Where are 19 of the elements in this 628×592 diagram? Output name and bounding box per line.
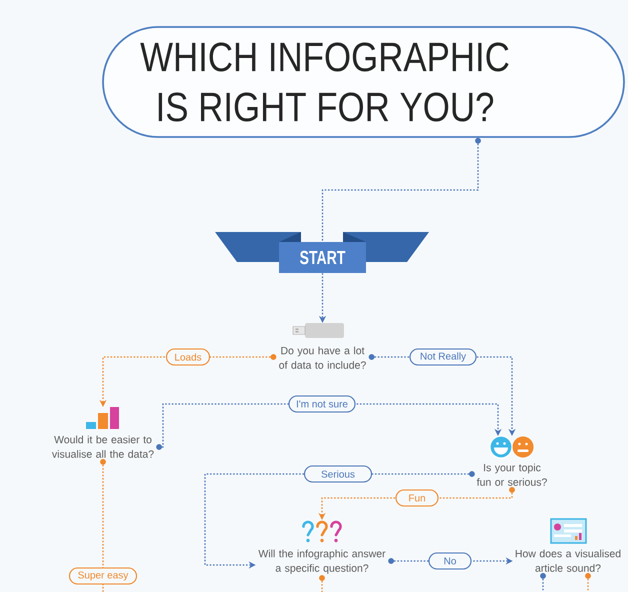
question-text: Would it be easier to visualise all the data? (52, 436, 154, 458)
question-text: Do you have a lot of data to include? (279, 346, 366, 369)
dotted-line (102, 464, 104, 592)
question-text: Will the infographic answer a specific question? (258, 550, 386, 574)
title-box: WHICH INFOGRAPHIC IS RIGHT FOR YOU? (102, 26, 625, 138)
start-banner: START (215, 232, 429, 273)
edge-label: Super easy (68, 567, 138, 585)
edge-label: Loads (166, 348, 210, 366)
question-text: How does a visualised article sound? (516, 550, 620, 572)
edge-label: Fun (395, 489, 439, 507)
edge-label: Serious (304, 465, 372, 483)
edge-label: No (428, 552, 472, 570)
dotted-line (321, 580, 323, 592)
dotted-line (587, 578, 589, 592)
edge-label: Not Really (409, 348, 477, 366)
dotted-line (542, 578, 544, 592)
edge-label: I'm not sure (288, 395, 356, 413)
dotted-line (322, 144, 479, 242)
question-text: Is your topic fun or serious? (476, 464, 547, 486)
